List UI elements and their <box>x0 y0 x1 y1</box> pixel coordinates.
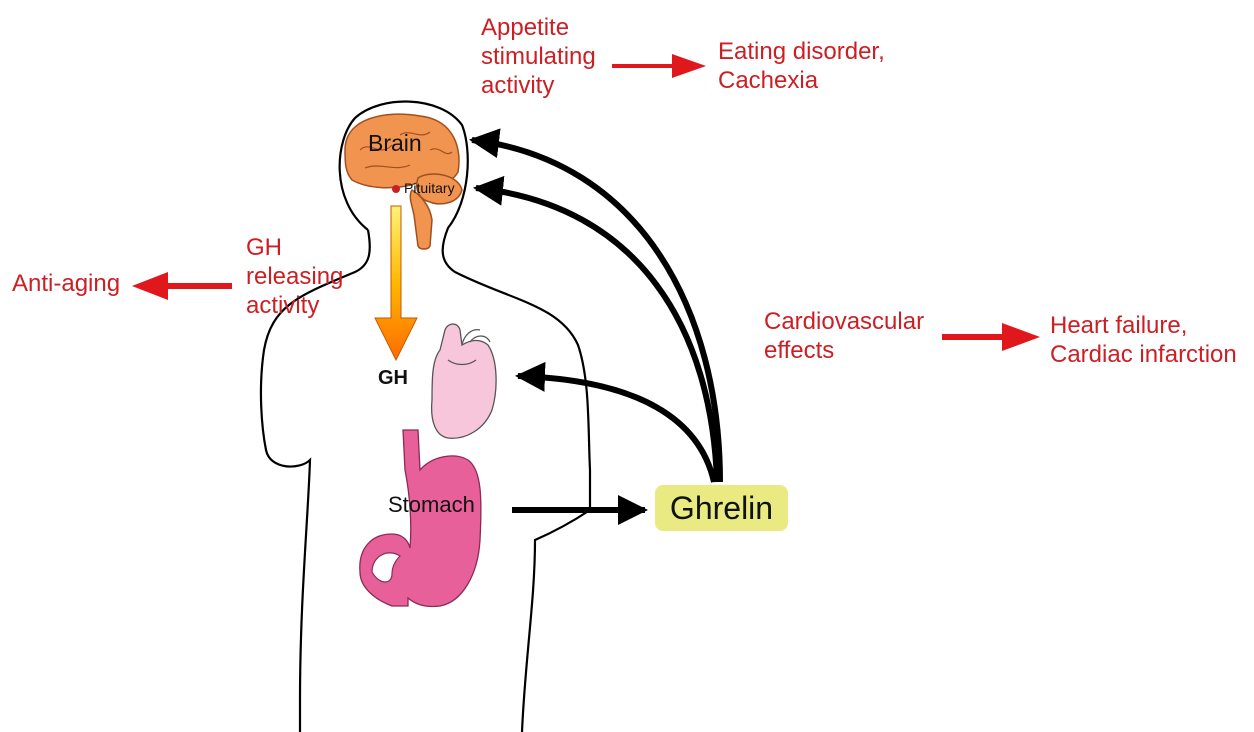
anti-aging-label: Anti-aging <box>12 270 120 299</box>
appetite-label: Appetite stimulating activity <box>481 14 596 100</box>
appetite-to-eating-arrow <box>612 54 706 78</box>
appetite-line-1: Appetite <box>481 14 596 43</box>
ghrelin-box: Ghrelin <box>655 485 788 531</box>
cardio-to-heart-arrow <box>942 323 1040 351</box>
gh-releasing-label: GH releasing activity <box>246 234 343 320</box>
pituitary-dot <box>392 185 400 193</box>
gh-release-line-2: releasing <box>246 263 343 292</box>
ghrelin-label: Ghrelin <box>670 490 773 527</box>
eating-disorder-label: Eating disorder, Cachexia <box>718 38 885 96</box>
heart-line-1: Heart failure, <box>1050 312 1237 341</box>
cardiovascular-label: Cardiovascular effects <box>764 308 924 366</box>
heart-failure-label: Heart failure, Cardiac infarction <box>1050 312 1237 370</box>
gh-label: GH <box>378 366 408 390</box>
pituitary-label: Pituitary <box>404 180 455 197</box>
appetite-line-2: stimulating <box>481 43 596 72</box>
ghrelin-to-heart-arrow <box>518 376 714 482</box>
gh-gradient-arrow <box>375 206 417 360</box>
gh-release-line-1: GH <box>246 234 343 263</box>
cardio-line-1: Cardiovascular <box>764 308 924 337</box>
gh-release-to-antiaging-arrow <box>132 272 232 300</box>
heart-line-2: Cardiac infarction <box>1050 341 1237 370</box>
stomach-label: Stomach <box>388 492 475 518</box>
brain-label: Brain <box>368 130 422 158</box>
cardio-line-2: effects <box>764 337 924 366</box>
eating-line-2: Cachexia <box>718 67 885 96</box>
ghrelin-to-pituitary-arrow <box>476 188 717 482</box>
heart-shape <box>432 324 496 438</box>
appetite-line-3: activity <box>481 72 596 101</box>
gh-release-line-3: activity <box>246 292 343 321</box>
eating-line-1: Eating disorder, <box>718 38 885 67</box>
